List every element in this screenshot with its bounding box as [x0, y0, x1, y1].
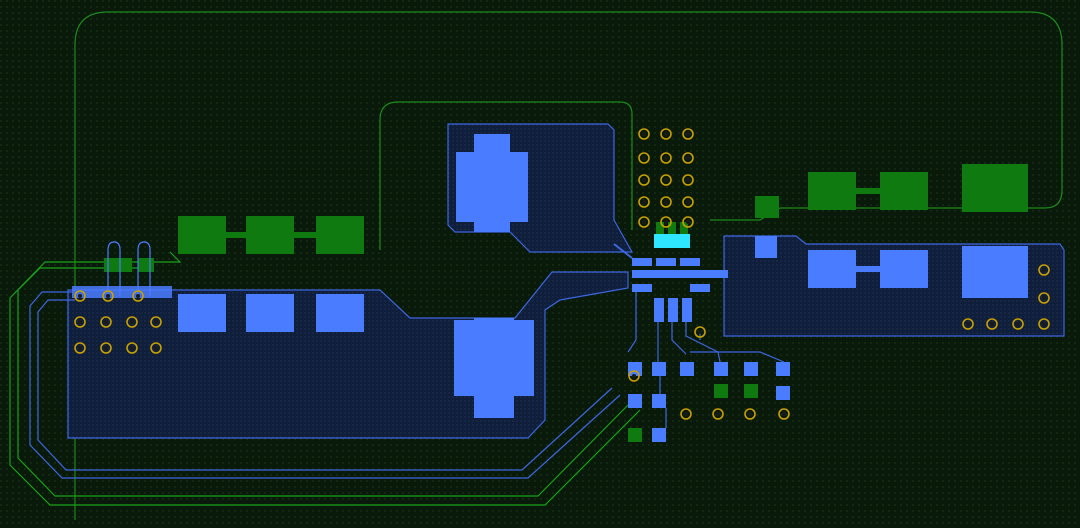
via-hole	[104, 320, 108, 324]
via-hole	[642, 178, 646, 182]
via	[682, 174, 694, 186]
via	[712, 408, 724, 420]
via	[132, 290, 144, 302]
via-hole	[664, 132, 668, 136]
ic-fanout-traces	[627, 292, 721, 363]
via	[744, 408, 756, 420]
trace-bottom-outline-2	[37, 299, 613, 471]
via-hole	[1042, 322, 1046, 326]
via	[74, 342, 86, 354]
via-hole	[716, 412, 720, 416]
trace-bottom-outline	[29, 291, 621, 479]
via	[126, 316, 138, 328]
via	[102, 290, 114, 302]
via-hole	[664, 200, 668, 204]
via-hole	[106, 294, 110, 298]
via	[680, 408, 692, 420]
via	[150, 342, 162, 354]
selected-pad[interactable]	[654, 234, 690, 248]
via-hole	[130, 346, 134, 350]
via-hole	[78, 320, 82, 324]
via	[682, 216, 694, 228]
via-hole	[642, 156, 646, 160]
via	[150, 316, 162, 328]
via	[638, 152, 650, 164]
via-hole	[782, 412, 786, 416]
via-hole	[642, 132, 646, 136]
via-hole	[1042, 268, 1046, 272]
via	[778, 408, 790, 420]
ic-fanout-traces-2	[659, 351, 785, 428]
via-hole	[642, 200, 646, 204]
top-pads	[104, 164, 1028, 442]
bottom-pads	[72, 134, 1028, 442]
via	[74, 316, 86, 328]
inner-outline	[379, 101, 633, 250]
via-hole	[684, 412, 688, 416]
via-hole	[698, 330, 702, 334]
via-hole	[78, 294, 82, 298]
diag-trace	[613, 243, 633, 259]
via-hole	[154, 320, 158, 324]
trace-left-inner	[17, 267, 629, 497]
via	[638, 216, 650, 228]
via-hole	[130, 320, 134, 324]
via	[126, 342, 138, 354]
jumper-left	[107, 241, 151, 296]
via	[962, 318, 974, 330]
via	[638, 196, 650, 208]
via	[638, 128, 650, 140]
via-hole	[990, 322, 994, 326]
via-hole	[664, 178, 668, 182]
via-hole	[136, 294, 140, 298]
via	[1038, 318, 1050, 330]
via-hole	[686, 132, 690, 136]
via-hole	[748, 412, 752, 416]
via-array	[74, 128, 1050, 420]
trace-left-outer	[9, 251, 641, 506]
via	[638, 174, 650, 186]
via-hole	[686, 220, 690, 224]
via	[660, 152, 672, 164]
via	[100, 342, 112, 354]
via	[1012, 318, 1024, 330]
via-hole	[966, 322, 970, 326]
via	[660, 196, 672, 208]
via	[660, 174, 672, 186]
via-hole	[78, 346, 82, 350]
via	[682, 128, 694, 140]
via-hole	[1042, 296, 1046, 300]
top-ic-pads	[656, 222, 688, 234]
via	[1038, 264, 1050, 276]
via-hole	[632, 374, 636, 378]
via	[660, 216, 672, 228]
via-hole	[104, 346, 108, 350]
via-hole	[686, 156, 690, 160]
via-hole	[1016, 322, 1020, 326]
via	[74, 290, 86, 302]
via	[100, 316, 112, 328]
via	[1038, 292, 1050, 304]
via	[682, 196, 694, 208]
via	[694, 326, 706, 338]
via-hole	[154, 346, 158, 350]
via-hole	[664, 220, 668, 224]
board-outline	[74, 11, 1063, 520]
via-hole	[642, 220, 646, 224]
via-hole	[686, 200, 690, 204]
via-hole	[686, 178, 690, 182]
via	[986, 318, 998, 330]
via	[682, 152, 694, 164]
via-hole	[664, 156, 668, 160]
via	[660, 128, 672, 140]
via	[628, 370, 640, 382]
